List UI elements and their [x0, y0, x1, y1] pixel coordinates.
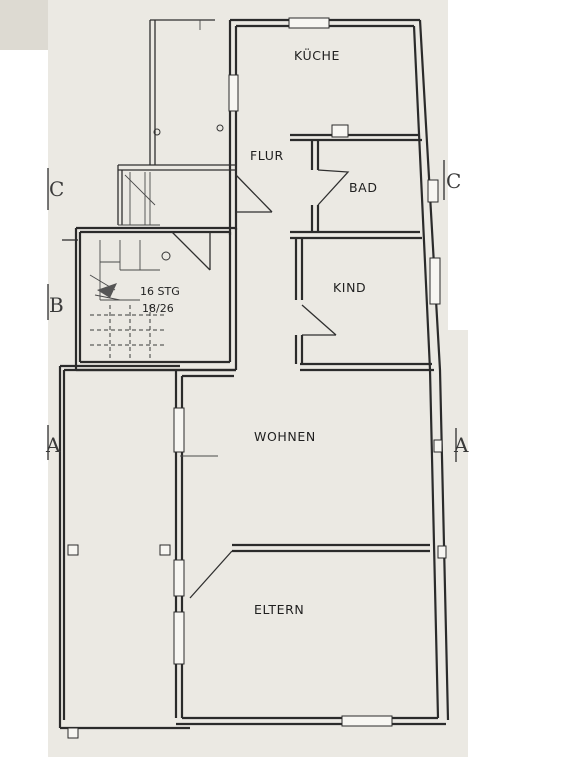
- stair-landing: [117, 164, 236, 226]
- room-label-kind: KIND: [333, 280, 366, 295]
- lower-block: [58, 239, 447, 739]
- upper-left-block: [149, 19, 224, 165]
- axis-marker-a-right: A: [453, 433, 469, 457]
- paper-background: [0, 0, 468, 757]
- axis-markers: [47, 160, 457, 462]
- axis-marker-a-left: A: [45, 433, 61, 457]
- room-label-bad: BAD: [349, 180, 378, 195]
- axis-marker-c-right: C: [446, 169, 461, 193]
- room-label-eltern: ELTERN: [254, 602, 304, 617]
- stair-ratio: 18/26: [142, 302, 174, 315]
- bad-room: [290, 140, 439, 240]
- kueche-windows: [228, 17, 349, 138]
- axis-marker-b-left: B: [49, 293, 64, 317]
- room-label-kueche: KÜCHE: [294, 47, 340, 63]
- room-label-wohnen: WOHNEN: [254, 429, 316, 444]
- stair-step-count: 16 STG: [140, 285, 180, 298]
- kind-room: [294, 238, 441, 372]
- axis-marker-c-left: C: [49, 177, 64, 201]
- flur-door: [235, 174, 273, 213]
- room-label-flur: FLUR: [250, 148, 284, 163]
